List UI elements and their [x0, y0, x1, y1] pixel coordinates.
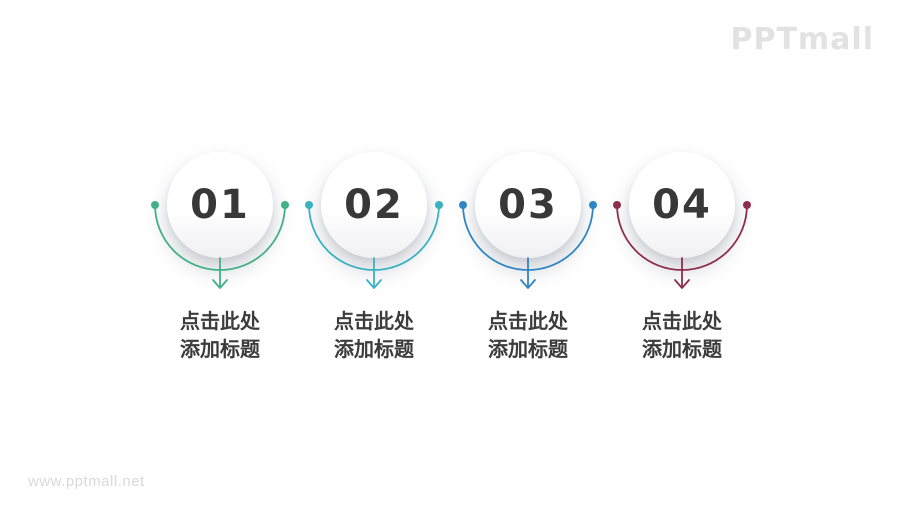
step-title-placeholder-3[interactable]: 点击此处 添加标题 — [451, 307, 605, 363]
arrow-head-icon — [212, 279, 228, 289]
arc-left-dot — [151, 201, 159, 209]
step-circle-1[interactable]: 01 — [167, 152, 273, 258]
step-number-3: 03 — [498, 182, 558, 228]
step-number-1: 01 — [190, 182, 250, 228]
watermark-url: www.pptmall.net — [28, 473, 145, 490]
arc-right-dot — [281, 201, 289, 209]
step-circle-2[interactable]: 02 — [321, 152, 427, 258]
step-item-1: 01 点击此处 添加标题 — [143, 140, 297, 370]
step-number-2: 02 — [344, 182, 404, 228]
step-item-3: 03 点击此处 添加标题 — [451, 140, 605, 370]
pptmall-logo: PPTmall — [730, 22, 874, 57]
arrow-head-icon — [674, 279, 690, 289]
step-title-line2: 添加标题 — [642, 337, 722, 361]
arc-right-dot — [743, 201, 751, 209]
step-title-placeholder-4[interactable]: 点击此处 添加标题 — [605, 307, 759, 363]
arc-right-dot — [589, 201, 597, 209]
step-title-placeholder-2[interactable]: 点击此处 添加标题 — [297, 307, 451, 363]
step-title-line2: 添加标题 — [334, 337, 414, 361]
steps-row: 01 点击此处 添加标题 02 — [143, 140, 759, 370]
step-title-line1: 点击此处 — [334, 309, 414, 333]
step-number-4: 04 — [652, 182, 712, 228]
step-title-line1: 点击此处 — [642, 309, 722, 333]
step-title-line1: 点击此处 — [488, 309, 568, 333]
arc-right-dot — [435, 201, 443, 209]
step-title-placeholder-1[interactable]: 点击此处 添加标题 — [143, 307, 297, 363]
arc-left-dot — [305, 201, 313, 209]
arc-left-dot — [613, 201, 621, 209]
step-title-line1: 点击此处 — [180, 309, 260, 333]
step-circle-3[interactable]: 03 — [475, 152, 581, 258]
step-item-2: 02 点击此处 添加标题 — [297, 140, 451, 370]
arrow-head-icon — [366, 279, 382, 289]
arrow-head-icon — [520, 279, 536, 289]
step-title-line2: 添加标题 — [180, 337, 260, 361]
step-circle-4[interactable]: 04 — [629, 152, 735, 258]
step-title-line2: 添加标题 — [488, 337, 568, 361]
step-item-4: 04 点击此处 添加标题 — [605, 140, 759, 370]
arc-left-dot — [459, 201, 467, 209]
